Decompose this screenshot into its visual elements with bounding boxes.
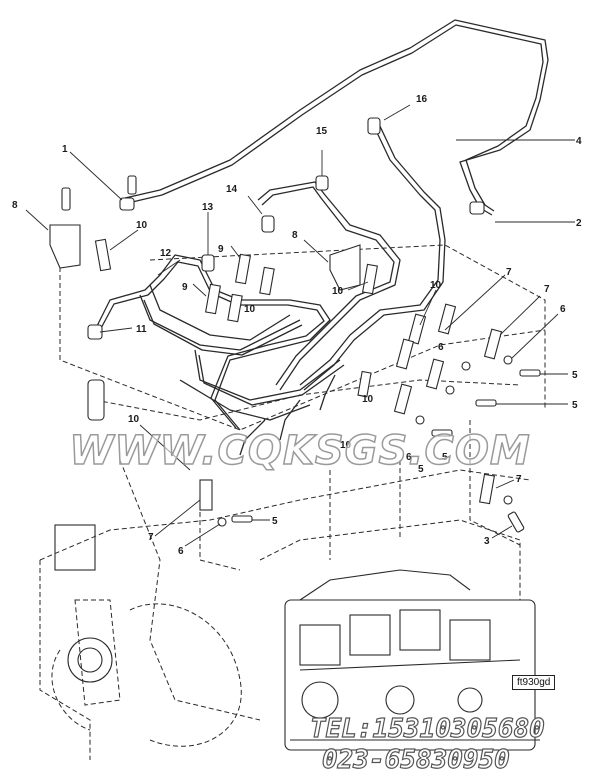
washer-6a xyxy=(503,355,513,365)
callout-9a: 9 xyxy=(182,282,188,293)
callout-11: 11 xyxy=(136,324,147,335)
callout-15: 15 xyxy=(316,126,328,137)
callout-10d: 10 xyxy=(430,280,442,291)
clip-10-a xyxy=(94,238,112,272)
callout-8a: 8 xyxy=(12,200,18,211)
bolt-top xyxy=(127,175,137,195)
callout-10g: 10 xyxy=(362,394,374,405)
callout-10e: 10 xyxy=(128,414,140,425)
callout-10f: 10 xyxy=(340,440,352,451)
callout-5a: 5 xyxy=(572,370,578,381)
clips-and-brackets xyxy=(49,117,541,533)
callout-10b: 10 xyxy=(244,304,256,315)
callout-7a: 7 xyxy=(506,267,512,278)
fitting-14 xyxy=(261,215,275,233)
washer-7 xyxy=(503,495,513,505)
callout-4: 4 xyxy=(576,136,582,147)
clip-10-f xyxy=(437,303,457,335)
callout-16: 16 xyxy=(416,94,428,105)
clip-9-b xyxy=(235,253,251,285)
callout-6b: 6 xyxy=(438,342,444,353)
callout-14: 14 xyxy=(226,184,238,195)
callout-7d: 7 xyxy=(516,474,522,485)
callout-8b: 8 xyxy=(292,230,298,241)
injector-left xyxy=(87,379,105,421)
injector-11 xyxy=(87,324,103,340)
callout-5d: 5 xyxy=(272,516,278,527)
clip-10-h xyxy=(357,370,372,398)
washer-6d xyxy=(415,415,425,425)
fitting-15 xyxy=(315,175,329,191)
fitting-16 xyxy=(367,117,381,135)
contact-phone: TEL:15310305680 xyxy=(309,713,545,744)
callout-1: 1 xyxy=(62,144,68,155)
site-watermark: WWW.CQKSGS.COM xyxy=(69,427,531,475)
callout-6a: 6 xyxy=(560,304,566,315)
callout-10c: 10 xyxy=(332,286,344,297)
clip-7-c xyxy=(393,383,413,415)
washer-6b xyxy=(461,361,471,371)
callout-5b: 5 xyxy=(572,400,578,411)
bolt-5b xyxy=(475,399,497,407)
fitting-1 xyxy=(119,197,135,211)
callout-10a: 10 xyxy=(136,220,148,231)
bracket-8-mid xyxy=(329,244,361,291)
bolt-5a xyxy=(519,369,541,377)
callout-3: 3 xyxy=(484,536,490,547)
clip-7-d xyxy=(199,479,213,511)
bracket-8-left xyxy=(49,224,81,269)
callout-7b: 7 xyxy=(544,284,550,295)
clip-10-g xyxy=(395,338,415,370)
fitting-2 xyxy=(469,201,485,215)
contact-fax: 023-65830950 xyxy=(321,744,510,775)
figure-code-label: ft930gd xyxy=(512,675,556,690)
clip-10-d xyxy=(362,263,378,295)
callout-2: 2 xyxy=(576,218,582,229)
callout-13: 13 xyxy=(202,202,214,213)
fitting-13 xyxy=(201,254,215,272)
callout-6d: 6 xyxy=(406,452,412,463)
fuel-pipes xyxy=(94,19,549,456)
clip-7-b xyxy=(483,328,503,360)
callout-6c: 6 xyxy=(178,546,184,557)
clip-7-e xyxy=(479,473,495,505)
callout-5c: 5 xyxy=(442,452,448,463)
leader-lines xyxy=(25,104,575,547)
washer-6c xyxy=(445,385,455,395)
clip-9-a xyxy=(205,283,221,315)
assembly-outline xyxy=(39,235,546,760)
bolt-5c xyxy=(431,429,453,437)
callout-5e: 5 xyxy=(418,464,424,475)
clip-10-c xyxy=(259,266,275,296)
callout-9b: 9 xyxy=(218,244,224,255)
bolt-5d xyxy=(231,515,253,523)
callout-labels: 1 2 3 4 5 5 5 5 5 6 6 6 6 7 7 7 7 8 8 9 … xyxy=(12,94,582,557)
clip-10-b xyxy=(227,293,243,323)
callout-7c: 7 xyxy=(148,532,154,543)
bolt-3 xyxy=(507,511,525,533)
bolt-top-left xyxy=(61,187,71,211)
clip-7-a xyxy=(425,358,445,390)
callout-12: 12 xyxy=(160,248,172,259)
